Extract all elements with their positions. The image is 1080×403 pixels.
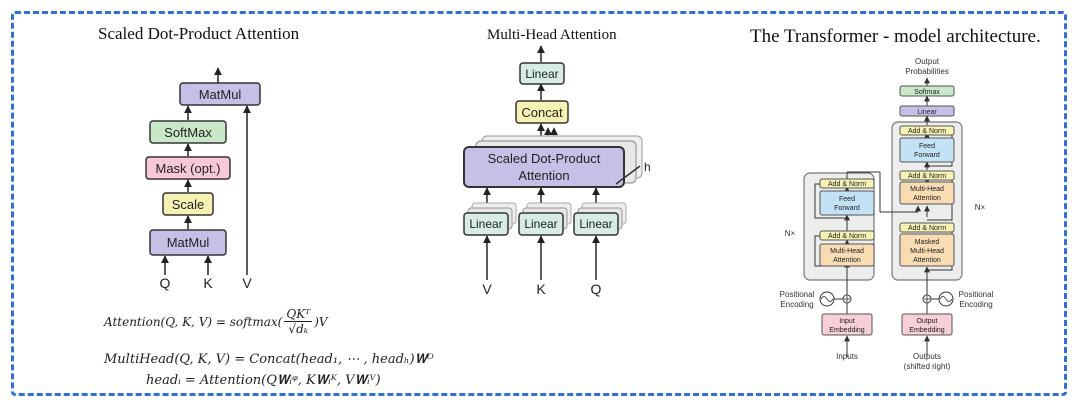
input-emb-2: Embedding (829, 327, 865, 334)
output-emb-1: Output (916, 318, 937, 325)
transformer-diagram: Multi-Head Attention Add & Norm Feed For… (780, 57, 994, 371)
attention-numerator: QKᵀ (284, 307, 313, 322)
attention-formula-lhs: Attention(Q, K, V) = softmax( (104, 314, 283, 329)
dec-addnorm-2: Add & Norm (908, 173, 946, 180)
mha-linear-top-box (519, 62, 565, 85)
mha-h-label: h (644, 160, 651, 174)
sdpa-matmul-top-label: MatMul (199, 87, 242, 102)
sdpa-matmul-top-box (179, 82, 261, 106)
attention-denominator: √dₖ (288, 322, 309, 336)
input-emb-1: Input (839, 318, 855, 325)
sdpa-softmax-label: SoftMax (164, 125, 212, 140)
sdpa-matmul-bottom-box (149, 229, 227, 256)
mha-k-label: K (536, 281, 546, 297)
sdpa-title: Scaled Dot-Product Attention (98, 24, 300, 43)
mha-linear-q-label: Linear (579, 217, 612, 231)
tf-output-prob-2: Probabilities (905, 67, 949, 76)
mha-v-label: V (482, 281, 492, 297)
tf-linear-label: Linear (917, 109, 937, 116)
mha-sdpa-label-2: Attention (518, 168, 569, 183)
mha-blocks: Scaled Dot-Product Attention h Concat Li… (463, 62, 651, 297)
attention-formula-rhs: )V (314, 314, 328, 329)
sdpa-matmul-bottom-label: MatMul (167, 235, 210, 250)
tf-softmax-label: Softmax (914, 89, 940, 96)
inputs-label: Inputs (836, 352, 858, 361)
dec-feed-label-1: Feed (919, 143, 935, 150)
mha-concat-label: Concat (521, 105, 563, 120)
multihead-formula: MultiHead(Q, K, V) = Concat(head₁, ⋯ , h… (104, 352, 434, 367)
sdpa-mask-label: Mask (opt.) (155, 161, 220, 176)
enc-addnorm-2: Add & Norm (828, 181, 866, 188)
mha-linear-k-label: Linear (524, 217, 557, 231)
attention-fraction: QKᵀ √dₖ (284, 307, 313, 336)
output-emb-2: Embedding (909, 327, 945, 334)
sdpa-scale-label: Scale (172, 197, 205, 212)
dec-addnorm-1: Add & Norm (908, 225, 946, 232)
sdpa-mask-box (145, 156, 231, 180)
sdpa-scale-box (162, 192, 214, 216)
enc-pos-enc-1: Positional (780, 290, 815, 299)
outputs-label-2: (shifted right) (904, 362, 951, 371)
transformer-title: The Transformer - model architecture. (750, 26, 1041, 47)
sdpa-softmax-box (149, 120, 227, 144)
dec-masked-2: Multi-Head (910, 248, 944, 255)
enc-nx: N× (785, 229, 796, 238)
mha-linear-q-box (573, 212, 619, 236)
enc-addnorm-1: Add & Norm (828, 233, 866, 240)
mha-concat-box (515, 100, 569, 124)
enc-mha-label-1: Multi-Head (830, 248, 864, 255)
enc-mha-label-2: Attention (833, 257, 861, 264)
dec-pos-enc-1: Positional (959, 290, 994, 299)
dec-feed-label-2: Forward (914, 152, 940, 159)
mha-linear-k-box (518, 212, 564, 236)
mha-sdpa-box (463, 146, 625, 188)
mha-sdpa-label-1: Scaled Dot-Product (488, 151, 601, 166)
enc-pos-enc-2: Encoding (780, 300, 813, 309)
mha-linear-v-label: Linear (469, 217, 502, 231)
dec-addnorm-3: Add & Norm (908, 128, 946, 135)
head-formula: headᵢ = Attention(Q𝐖ᵢᵠ, K𝐖ᵢᴷ, V𝐖ᵢⱽ) (146, 373, 381, 388)
enc-feed-label-1: Feed (839, 196, 855, 203)
sdpa-diagram (161, 67, 251, 275)
enc-feed-label-2: Forward (834, 205, 860, 212)
dec-masked-1: Masked (915, 239, 940, 246)
outputs-label-1: Outputs (913, 352, 941, 361)
sdpa-v-label: V (242, 275, 252, 291)
mha-q-label: Q (591, 281, 602, 297)
mha-linear-v-box (463, 212, 509, 236)
dec-mha-label-2: Attention (913, 195, 941, 202)
sdpa-k-label: K (203, 275, 213, 291)
dec-pos-enc-2: Encoding (959, 300, 992, 309)
tf-output-prob-1: Output (915, 57, 940, 66)
dec-mha-label-1: Multi-Head (910, 186, 944, 193)
sdpa-blocks: MatMul SoftMax Mask (opt.) Scale MatMul … (145, 82, 261, 291)
attention-formula: Attention(Q, K, V) = softmax( QKᵀ √dₖ )V (104, 307, 328, 336)
sdpa-q-label: Q (160, 275, 171, 291)
mha-linear-top-label: Linear (525, 67, 558, 81)
dashed-border-frame (11, 11, 1067, 396)
dec-masked-3: Attention (913, 257, 941, 264)
mha-title: Multi-Head Attention (487, 27, 617, 43)
dec-nx: N× (975, 203, 986, 212)
